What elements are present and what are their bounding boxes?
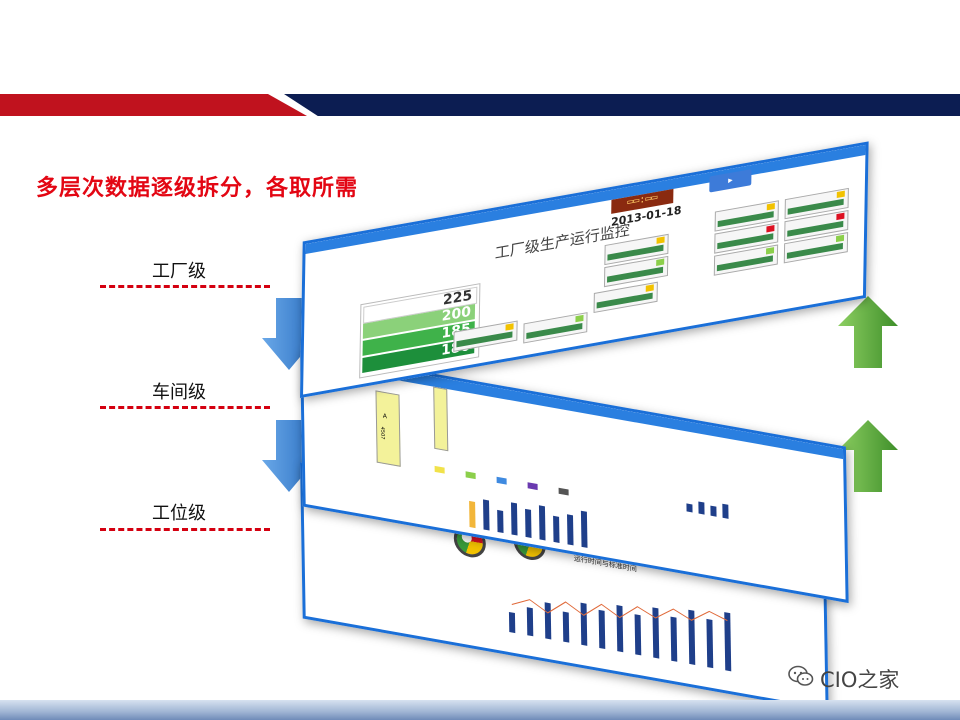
bar-mark <box>483 499 490 531</box>
legend-swatch <box>527 482 538 491</box>
station-line-chart <box>511 599 728 622</box>
level-label-factory: 工厂级 <box>152 261 206 282</box>
workshop-station-block: A 4507 <box>375 390 401 467</box>
watermark-text: CIO之家 <box>820 668 900 692</box>
bar-mark <box>469 500 476 529</box>
bar-mark <box>510 502 518 536</box>
bar-mark <box>553 515 560 543</box>
bar-mark <box>525 508 532 538</box>
legend-swatch <box>558 487 570 496</box>
level-divider-workshop <box>100 406 270 409</box>
arrow-up-icon <box>838 420 898 492</box>
workshop-station-code: 4507 <box>379 425 386 440</box>
wechat-icon <box>788 665 814 686</box>
factory-screen: 工厂级生产运行监控 ▭▭:▭▭ 2013-01-18 ▸ 225 200 185… <box>300 141 869 398</box>
legend-swatch <box>434 465 445 474</box>
workshop-status-card[interactable] <box>523 312 588 344</box>
workshop-legend <box>434 457 584 496</box>
level-label-workshop: 车间级 <box>152 382 206 403</box>
bar-mark <box>722 503 729 519</box>
header-band-red <box>0 94 310 116</box>
level-divider-factory <box>100 285 270 288</box>
level-divider-station <box>100 528 270 531</box>
bar-mark <box>698 501 705 515</box>
workshop-station-label: A <box>382 412 388 421</box>
bar-mark <box>710 505 717 517</box>
slide-title: 多层次数据逐级拆分，各取所需 <box>36 176 359 201</box>
arrow-up-icon <box>838 296 898 368</box>
workshop-side-chart <box>684 471 805 532</box>
footer-band <box>0 700 960 720</box>
legend-swatch <box>465 471 476 480</box>
station-screen: 运行时间与标准时间 <box>300 462 829 712</box>
workshop-station-block <box>433 386 449 452</box>
bar-mark <box>686 503 693 513</box>
bar-mark <box>567 514 574 546</box>
header-band-navy <box>284 94 960 116</box>
bar-mark <box>580 510 588 548</box>
legend-swatch <box>496 476 507 485</box>
bar-mark <box>538 505 546 541</box>
level-label-station: 工位级 <box>152 503 206 524</box>
bar-mark <box>497 509 504 534</box>
